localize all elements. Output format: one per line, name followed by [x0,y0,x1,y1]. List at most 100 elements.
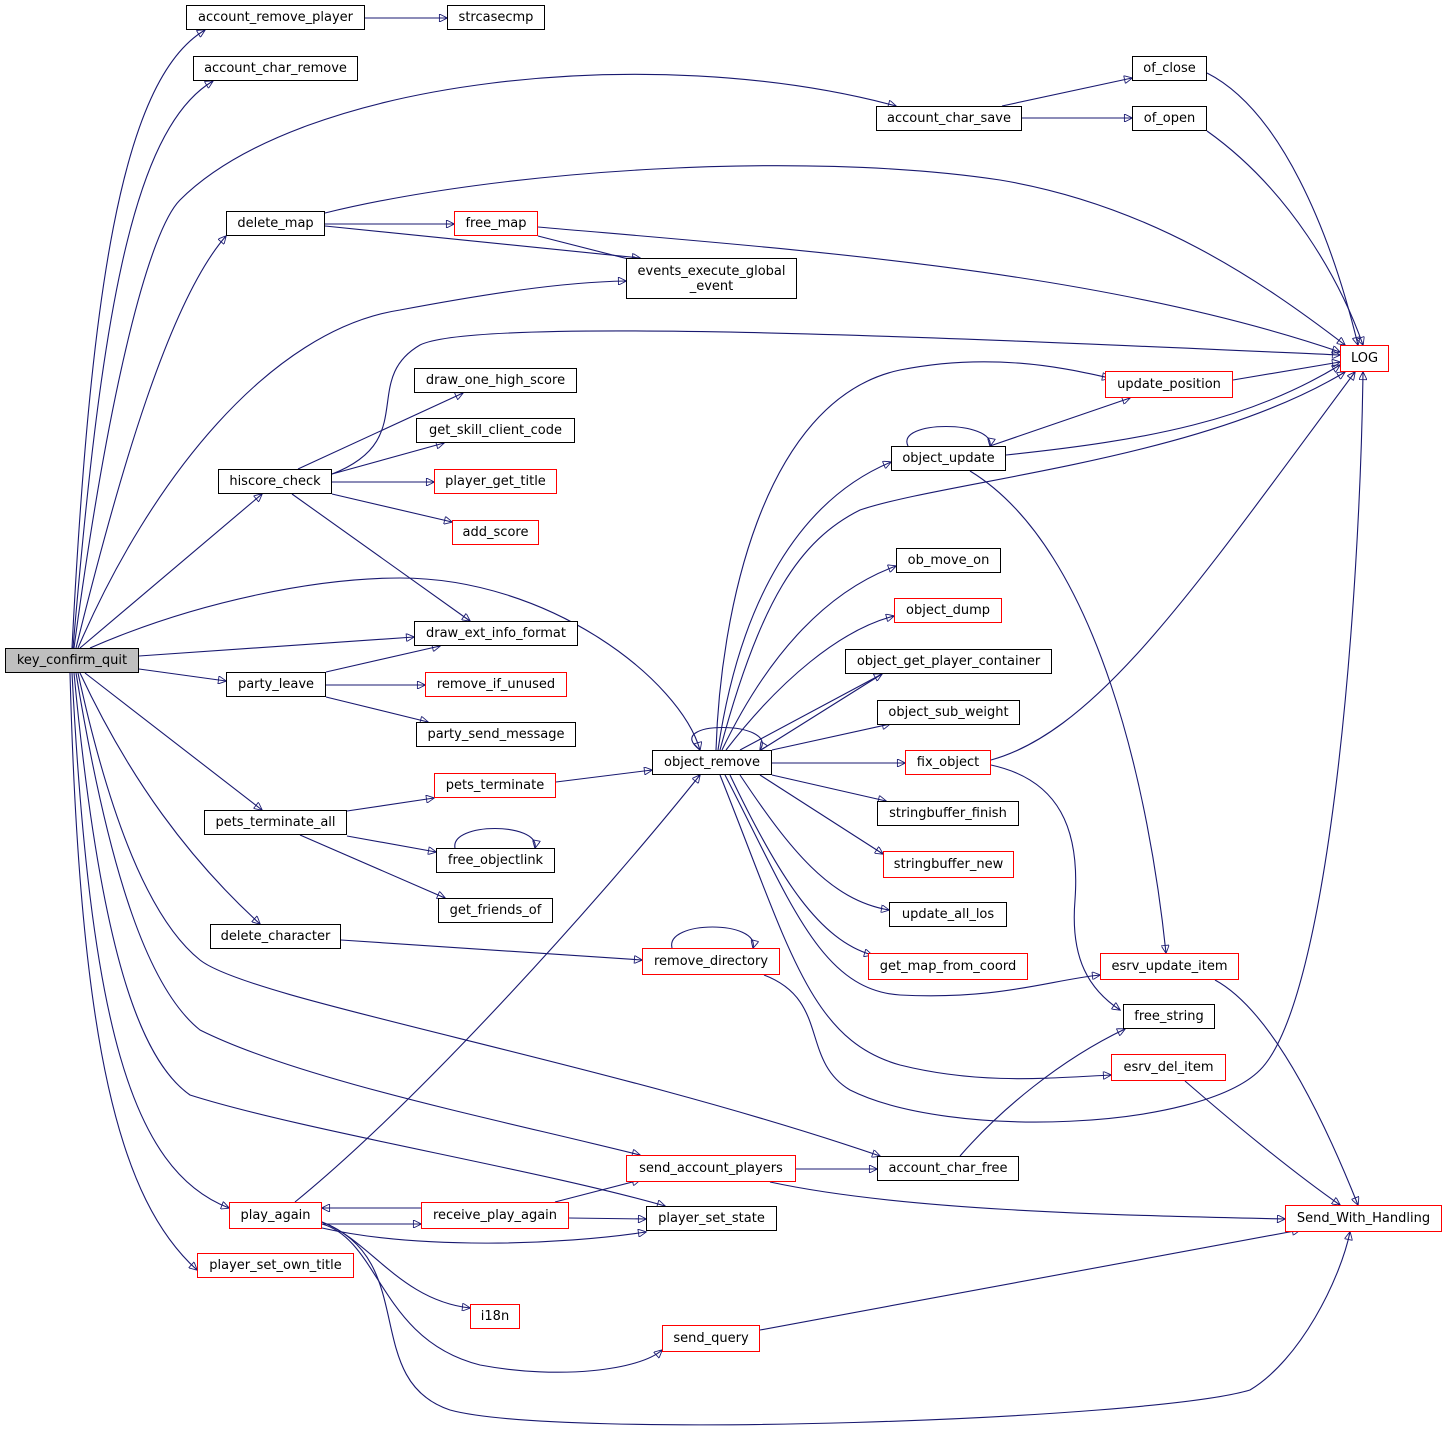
edge-object_remove-to-object_update [717,462,891,751]
node-send-query[interactable]: send_query [662,1325,760,1352]
node-get-skill-client-code[interactable]: get_skill_client_code [416,418,575,443]
node-get-friends-of[interactable]: get_friends_of [438,898,553,923]
edge-key_confirm_quit-to-object_remove [89,577,700,750]
edge-play_again-to-object_remove [294,775,700,1203]
edge-fix_object-to-free_string [990,764,1120,1010]
node-log[interactable]: LOG [1340,345,1389,372]
edge-hiscore_check-to-LOG [331,330,1340,475]
edge-key_confirm_quit-to-player_set_state [73,672,665,1206]
node-delete-character[interactable]: delete_character [210,924,341,949]
edge-play_again-to-send_query [321,1223,662,1373]
node-free-map[interactable]: free_map [454,211,538,236]
edge-update_position-to-LOG [1232,362,1340,381]
edge-key_confirm_quit-to-account_remove_player [71,30,205,649]
edge-object_remove-to-get_map_from_coord [729,774,872,955]
edge-object_update-to-esrv_update_item [969,470,1166,953]
node-pets-terminate[interactable]: pets_terminate [434,773,556,798]
node-play-again[interactable]: play_again [229,1202,322,1229]
edge-object_remove-to-esrv_update_item [724,774,1100,997]
edge-free_map-to-events_execute_global_event [537,235,640,262]
edge-free_map-to-LOG [537,226,1340,352]
edge-esrv_update_item-to-Send_With_Handling [1214,979,1358,1205]
node-account-char-save[interactable]: account_char_save [876,106,1022,131]
node-player-get-title[interactable]: player_get_title [434,469,557,494]
node-object-sub-weight[interactable]: object_sub_weight [877,700,1020,725]
node-pets-terminate-all[interactable]: pets_terminate_all [204,810,347,835]
node-fix-object[interactable]: fix_object [905,750,991,775]
edge-object_remove-to-stringbuffer_finish [771,774,886,801]
node-party-leave[interactable]: party_leave [226,672,326,697]
node-send-with-handling[interactable]: Send_With_Handling [1285,1205,1442,1232]
edge-object_get_player_container-to-object_remove [745,673,883,760]
edge-remove_directory-to-LOG [763,372,1363,1123]
edge-esrv_del_item-to-Send_With_Handling [1184,1080,1340,1205]
node-of-open[interactable]: of_open [1132,106,1207,131]
node-update-all-los[interactable]: update_all_los [889,902,1007,927]
node-get-map-from-coord[interactable]: get_map_from_coord [868,953,1028,980]
node-ob-move-on[interactable]: ob_move_on [896,548,1001,573]
edge-pets_terminate_all-to-free_objectlink [346,835,436,852]
edge-object_update-to-object_update [906,426,990,447]
edge-object_remove-to-LOG [719,372,1345,751]
edge-send_query-to-Send_With_Handling [759,1230,1300,1331]
edge-receive_play_again-to-send_account_players [554,1180,640,1203]
edge-key_confirm_quit-to-account_char_free [77,672,880,1156]
edge-of_close-to-LOG [1206,72,1358,345]
node-delete-map[interactable]: delete_map [226,211,325,236]
edge-key_confirm_quit-to-pets_terminate_all [84,672,262,810]
node-esrv-del-item[interactable]: esrv_del_item [1111,1054,1226,1081]
edge-play_again-to-player_set_state [321,1227,646,1244]
edge-hiscore_check-to-add_score [331,493,452,522]
node-i18n[interactable]: i18n [470,1304,520,1329]
node-key-confirm-quit: key_confirm_quit [5,648,139,673]
edge-party_leave-to-party_send_message [325,696,428,722]
edge-object_remove-to-update_position [715,361,1110,751]
node-update-position[interactable]: update_position [1105,371,1233,398]
edge-pets_terminate_all-to-pets_terminate [346,798,434,812]
node-object-update[interactable]: object_update [891,446,1006,471]
node-hiscore-check[interactable]: hiscore_check [218,469,332,494]
edge-key_confirm_quit-to-events_execute_global_event [77,281,626,649]
node-object-dump[interactable]: object_dump [894,598,1002,623]
node-events-execute-global-event[interactable]: events_execute_global _event [626,258,797,299]
node-free-string[interactable]: free_string [1123,1004,1215,1029]
edge-object_remove-to-object_sub_weight [771,724,890,751]
node-account-char-remove[interactable]: account_char_remove [193,56,358,81]
node-free-objectlink[interactable]: free_objectlink [436,848,555,873]
node-draw-ext-info-format[interactable]: draw_ext_info_format [414,621,578,646]
node-add-score[interactable]: add_score [452,520,539,545]
node-of-close[interactable]: of_close [1132,56,1207,81]
edge-key_confirm_quit-to-delete_character [79,672,260,924]
edge-object_remove-to-update_all_los [739,774,889,910]
edge-object_remove-to-object_remove [691,727,762,751]
node-player-set-own-title[interactable]: player_set_own_title [197,1253,354,1278]
node-stringbuffer-finish[interactable]: stringbuffer_finish [877,801,1019,826]
node-object-remove[interactable]: object_remove [652,750,772,775]
node-stringbuffer-new[interactable]: stringbuffer_new [883,851,1014,878]
edge-pets_terminate-to-object_remove [555,770,652,783]
node-object-get-player-container[interactable]: object_get_player_container [845,649,1052,674]
edge-of_open-to-LOG [1206,130,1363,345]
node-account-remove-player[interactable]: account_remove_player [186,5,365,30]
edge-remove_directory-to-remove_directory [671,926,754,948]
edge-object_remove-to-object_dump [725,616,894,751]
node-remove-directory[interactable]: remove_directory [642,948,780,975]
edge-object_remove-to-stringbuffer_new [759,774,883,854]
node-draw-one-high-score[interactable]: draw_one_high_score [414,368,577,393]
edge-key_confirm_quit-to-account_char_save [73,73,896,649]
node-strcasecmp[interactable]: strcasecmp [447,5,545,30]
node-send-account-players[interactable]: send_account_players [626,1155,796,1182]
edge-hiscore_check-to-draw_one_high_score [297,393,463,470]
edge-delete_map-to-events_execute_global_event [324,225,640,258]
node-player-set-state[interactable]: player_set_state [646,1206,777,1231]
edge-play_again-to-Send_With_Handling [321,1221,1350,1426]
node-remove-if-unused[interactable]: remove_if_unused [425,672,567,697]
edge-object_update-to-update_position [989,398,1130,447]
edge-key_confirm_quit-to-hiscore_check [79,494,262,649]
node-account-char-free[interactable]: account_char_free [877,1156,1019,1181]
node-receive-play-again[interactable]: receive_play_again [421,1202,569,1229]
node-esrv-update-item[interactable]: esrv_update_item [1100,953,1239,980]
node-party-send-message[interactable]: party_send_message [416,722,576,747]
